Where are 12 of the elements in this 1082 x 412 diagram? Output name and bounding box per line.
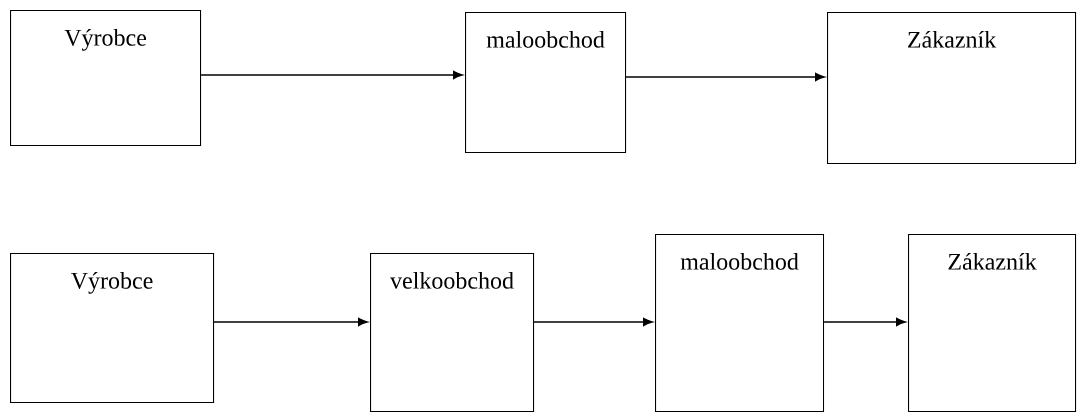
arrow [625, 72, 825, 82]
process-box: Výrobce [10, 10, 202, 147]
process-box: maloobchod [655, 234, 825, 412]
process-box: Zákazník [827, 12, 1077, 165]
process-box: Výrobce [10, 253, 215, 404]
arrow [823, 317, 906, 327]
arrow [533, 317, 653, 327]
process-box: maloobchod [465, 12, 627, 154]
process-box: velkoobchod [370, 253, 535, 412]
arrow [213, 317, 368, 327]
process-box: Zákazník [908, 234, 1077, 412]
arrow [200, 70, 463, 80]
